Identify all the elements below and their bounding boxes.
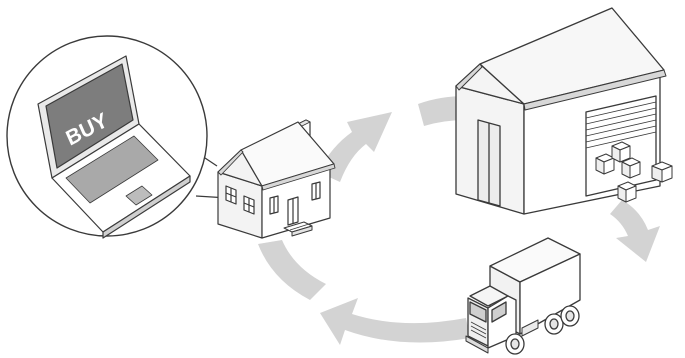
box-icon: [622, 158, 640, 178]
truck-wheel: [561, 306, 579, 326]
truck-icon: [466, 238, 580, 354]
warehouse-icon: [456, 8, 672, 214]
laptop-icon: BUY: [7, 36, 228, 238]
truck-wheel: [506, 334, 524, 354]
arrow-warehouse-to-truck-icon: [610, 200, 660, 262]
arrow-left-segment-icon: [258, 240, 326, 300]
box-icon: [618, 182, 636, 202]
box-icon: [596, 154, 614, 174]
house-icon: [218, 120, 335, 238]
box-icon: [612, 142, 630, 162]
truck-wheel: [545, 314, 563, 334]
box-icon: [652, 162, 672, 182]
arrow-truck-to-house-icon: [320, 298, 470, 345]
